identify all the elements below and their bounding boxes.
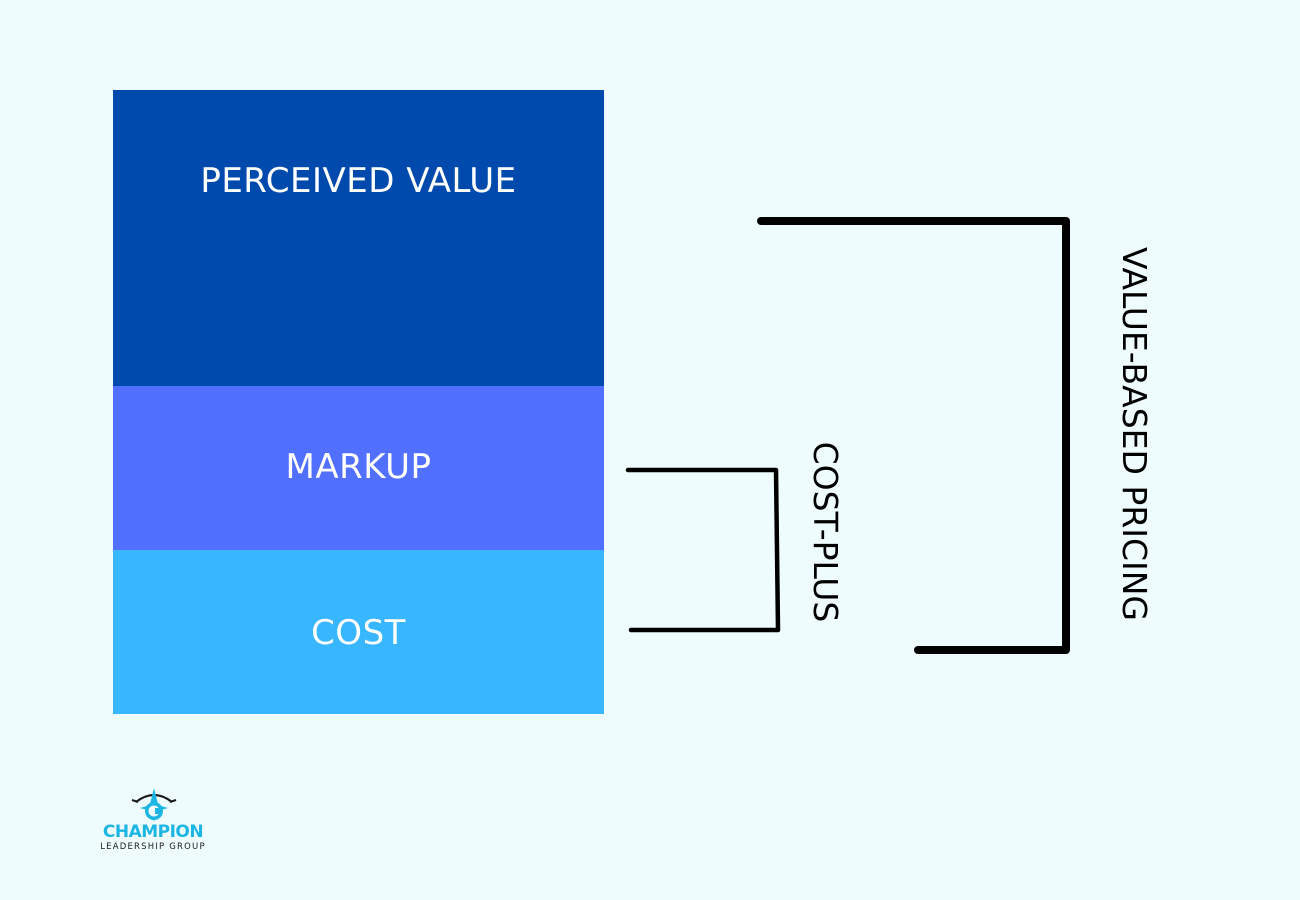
value-based-bracket [757, 217, 1070, 654]
markup-block: MARKUP [113, 386, 604, 550]
logo-subtitle: LEADERSHIP GROUP [100, 842, 206, 852]
champion-logo: CHAMPION LEADERSHIP GROUP [88, 786, 218, 856]
logo-name: CHAMPION [102, 822, 204, 842]
compass-logo-icon [131, 788, 177, 822]
value-based-pricing-label: VALUE-BASED PRICING [1115, 246, 1154, 622]
perceived-value-label: PERCEIVED VALUE [200, 161, 517, 201]
pricing-stack: PERCEIVED VALUE MARKUP COST [113, 90, 604, 714]
cost-label: COST [311, 613, 406, 653]
cost-plus-label: COST-PLUS [806, 441, 845, 623]
cost-plus-bracket [625, 467, 781, 633]
cost-block: COST [113, 550, 604, 714]
perceived-value-block: PERCEIVED VALUE [113, 90, 604, 386]
markup-label: MARKUP [285, 447, 432, 487]
